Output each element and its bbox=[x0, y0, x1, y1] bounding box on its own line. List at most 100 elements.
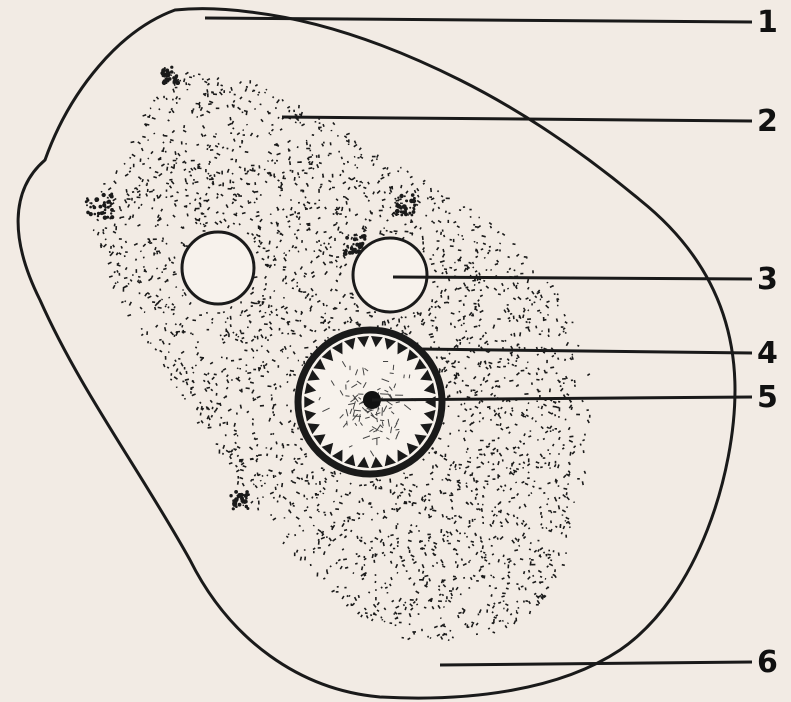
stipple-cluster-dot bbox=[235, 505, 238, 508]
stipple-cluster-dot bbox=[395, 209, 400, 214]
stipple-cluster-dot bbox=[243, 499, 247, 503]
stipple-cluster-dot bbox=[413, 206, 415, 208]
stipple-cluster-dot bbox=[412, 200, 415, 203]
label-3: 3 bbox=[757, 262, 778, 297]
stipple-cluster-dot bbox=[90, 202, 92, 204]
stipple-cluster-dot bbox=[400, 198, 402, 200]
stipple-cluster-dot bbox=[400, 202, 402, 204]
stipple-cluster-dot bbox=[100, 211, 104, 215]
stipple-cluster-dot bbox=[164, 73, 166, 75]
stipple-cluster-dot bbox=[397, 204, 402, 209]
stipple-cluster-dot bbox=[86, 199, 89, 202]
stipple-cluster-dot bbox=[170, 74, 172, 76]
leader-line-4 bbox=[418, 349, 752, 353]
stipple-cluster-dot bbox=[413, 208, 416, 211]
stipple-cluster-dot bbox=[357, 251, 359, 253]
stipple-cluster-dot bbox=[241, 497, 243, 499]
stipple-cluster-dot bbox=[409, 207, 411, 209]
stipple-cluster-dot bbox=[245, 490, 249, 494]
stipple-cluster-dot bbox=[104, 209, 107, 212]
stipple-cluster-dot bbox=[362, 245, 364, 247]
stipple-cluster-dot bbox=[346, 245, 349, 248]
stipple-cluster-dot bbox=[238, 503, 242, 507]
stipple-cluster-dot bbox=[103, 201, 106, 204]
stipple-cluster-dot bbox=[408, 214, 410, 216]
stipple-cluster-dot bbox=[394, 202, 396, 204]
stipple-cluster-dot bbox=[86, 211, 90, 215]
stipple-cluster-dot bbox=[102, 194, 104, 196]
stipple-cluster-dot bbox=[360, 237, 362, 239]
stipple-cluster-dot bbox=[404, 212, 408, 216]
stipple-cluster-dot bbox=[397, 197, 399, 199]
stipple-cluster-dot bbox=[94, 197, 99, 202]
label-2: 2 bbox=[757, 104, 778, 139]
stipple-cluster-dot bbox=[104, 212, 106, 214]
stipple-cluster-dot bbox=[165, 78, 168, 81]
stipple-cluster-dot bbox=[243, 505, 245, 507]
stipple-cluster-dot bbox=[394, 198, 396, 200]
stipple-cluster-dot bbox=[94, 213, 97, 216]
stipple-cluster-dot bbox=[109, 217, 111, 219]
stipple-cluster-dot bbox=[400, 214, 403, 217]
stipple-cluster-dot bbox=[353, 248, 357, 252]
stipple-cluster-dot bbox=[86, 204, 88, 206]
stipple-cluster-dot bbox=[355, 243, 359, 247]
stipple-cluster-dot bbox=[109, 194, 112, 197]
stipple-cluster-dot bbox=[399, 194, 403, 198]
stipple-cluster-dot bbox=[352, 243, 354, 245]
stipple-cluster-dot bbox=[404, 195, 406, 197]
stipple-cluster-dot bbox=[245, 505, 248, 508]
leader-line-1 bbox=[205, 18, 752, 22]
stipple-cluster-dot bbox=[106, 216, 109, 219]
label-5: 5 bbox=[757, 380, 778, 415]
vacuole-left bbox=[182, 232, 254, 304]
stipple-cluster-dot bbox=[162, 81, 167, 86]
stipple-cluster-dot bbox=[104, 206, 107, 209]
stipple-cluster-dot bbox=[101, 191, 103, 193]
label-4: 4 bbox=[757, 336, 778, 371]
stipple-cluster-dot bbox=[354, 234, 357, 237]
leader-line-6 bbox=[440, 662, 752, 665]
stipple-cluster-dot bbox=[245, 497, 248, 500]
stipple-cluster-dot bbox=[345, 236, 349, 240]
stipple-cluster-dot bbox=[166, 69, 169, 72]
stipple-cluster-dot bbox=[348, 234, 350, 236]
leader-line-3 bbox=[393, 277, 752, 279]
stipple-cluster-dot bbox=[411, 193, 415, 197]
stipple-cluster-dot bbox=[234, 490, 238, 494]
stipple-cluster-dot bbox=[400, 210, 403, 213]
stipple-cluster-dot bbox=[413, 197, 415, 199]
stipple-cluster-dot bbox=[109, 205, 111, 207]
leader-line-2 bbox=[282, 117, 752, 121]
stipple-cluster-dot bbox=[343, 251, 348, 256]
label-6: 6 bbox=[757, 645, 778, 680]
stipple-cluster-dot bbox=[356, 237, 358, 239]
stipple-cluster-dot bbox=[356, 239, 358, 241]
stipple-cluster-dot bbox=[232, 507, 235, 510]
stipple-cluster-dot bbox=[110, 212, 112, 214]
stipple-cluster-dot bbox=[408, 212, 411, 215]
stipple-cluster-dot bbox=[405, 200, 408, 203]
stipple-cluster-dot bbox=[174, 76, 177, 79]
stipple-cluster-dot bbox=[240, 493, 243, 496]
stipple-cluster-dot bbox=[350, 247, 353, 250]
stipple-cluster-dot bbox=[168, 77, 172, 81]
stipple-cluster-dot bbox=[174, 72, 176, 74]
stipple-cluster-dot bbox=[97, 215, 99, 217]
stipple-cluster-dot bbox=[170, 66, 173, 69]
stipple-cluster-dot bbox=[412, 210, 416, 214]
stipple-cluster-dot bbox=[161, 68, 165, 72]
vacuole-right bbox=[353, 238, 427, 312]
stipple-cluster-dot bbox=[97, 212, 100, 215]
stipple-cluster-dot bbox=[89, 206, 92, 209]
stipple-cluster-dot bbox=[164, 76, 166, 78]
stipple-cluster-dot bbox=[363, 238, 366, 241]
label-1: 1 bbox=[757, 5, 778, 40]
leader-lines bbox=[205, 18, 752, 665]
stipple-cluster-dot bbox=[110, 208, 114, 212]
stipple-cluster-dot bbox=[402, 204, 407, 209]
stipple-cluster-dot bbox=[234, 502, 237, 505]
stipple-cluster-dot bbox=[229, 494, 232, 497]
